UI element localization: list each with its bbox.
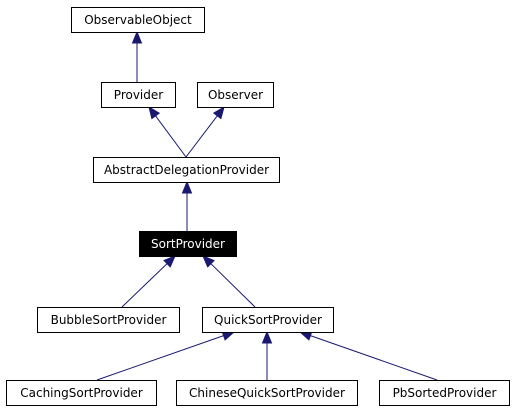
class-label: Observer xyxy=(208,88,263,102)
edge-abstract-delegation-provider-to-provider xyxy=(148,105,187,158)
class-label: AbstractDelegationProvider xyxy=(104,163,269,177)
inheritance-arrowhead xyxy=(163,255,176,268)
class-box xyxy=(6,380,157,406)
edges-layer xyxy=(96,30,438,381)
class-box xyxy=(101,82,176,108)
edge-sort-provider-to-abstract-delegation-provider xyxy=(181,180,193,231)
class-label: PbSortedProvider xyxy=(393,386,497,400)
class-box xyxy=(176,380,358,406)
edge-line xyxy=(155,115,187,158)
edge-pb-sorted-provider-to-quick-sort-provider xyxy=(298,330,438,381)
edge-chinese-quick-sort-provider-to-quick-sort-provider xyxy=(261,330,273,380)
class-node-observer[interactable]: Observer xyxy=(197,82,274,108)
edge-line xyxy=(96,335,224,381)
class-node-sort-provider[interactable]: SortProvider xyxy=(139,231,237,257)
class-box xyxy=(93,157,280,183)
inheritance-arrowhead xyxy=(181,180,193,194)
edge-abstract-delegation-provider-to-observer xyxy=(185,105,225,158)
class-box xyxy=(379,380,510,406)
class-box xyxy=(139,231,237,257)
class-label: CachingSortProvider xyxy=(20,386,143,400)
class-node-quick-sort-provider[interactable]: QuickSortProvider xyxy=(202,307,334,333)
class-label: BubbleSortProvider xyxy=(51,313,167,327)
class-box xyxy=(197,82,274,108)
class-node-caching-sort-provider[interactable]: CachingSortProvider xyxy=(6,380,157,406)
inheritance-arrowhead xyxy=(131,30,143,44)
class-box xyxy=(37,307,180,333)
class-node-observable-object[interactable]: ObservableObject xyxy=(71,7,205,33)
class-node-pb-sorted-provider[interactable]: PbSortedProvider xyxy=(379,380,510,406)
edge-line xyxy=(121,263,168,308)
inheritance-arrowhead xyxy=(202,255,215,268)
edge-quick-sort-provider-to-sort-provider xyxy=(202,255,256,308)
class-label: Provider xyxy=(114,88,163,102)
edge-provider-to-observable-object xyxy=(131,30,143,82)
class-label: ChineseQuickSortProvider xyxy=(189,386,345,400)
class-label: SortProvider xyxy=(151,237,225,251)
class-label: QuickSortProvider xyxy=(214,313,322,327)
edge-line xyxy=(210,263,256,308)
inheritance-arrowhead xyxy=(212,105,225,120)
class-box xyxy=(71,7,205,33)
edge-line xyxy=(185,115,218,158)
class-node-abstract-delegation-provider[interactable]: AbstractDelegationProvider xyxy=(93,157,280,183)
edge-bubble-sort-provider-to-sort-provider xyxy=(121,255,176,308)
edge-line xyxy=(310,335,438,381)
class-node-chinese-quick-sort-provider[interactable]: ChineseQuickSortProvider xyxy=(176,380,358,406)
inheritance-arrowhead xyxy=(148,105,161,120)
inheritance-arrowhead xyxy=(261,330,273,344)
class-box xyxy=(202,307,334,333)
class-node-bubble-sort-provider[interactable]: BubbleSortProvider xyxy=(37,307,180,333)
class-node-provider[interactable]: Provider xyxy=(101,82,176,108)
edge-caching-sort-provider-to-quick-sort-provider xyxy=(96,330,236,381)
class-label: ObservableObject xyxy=(84,13,192,27)
